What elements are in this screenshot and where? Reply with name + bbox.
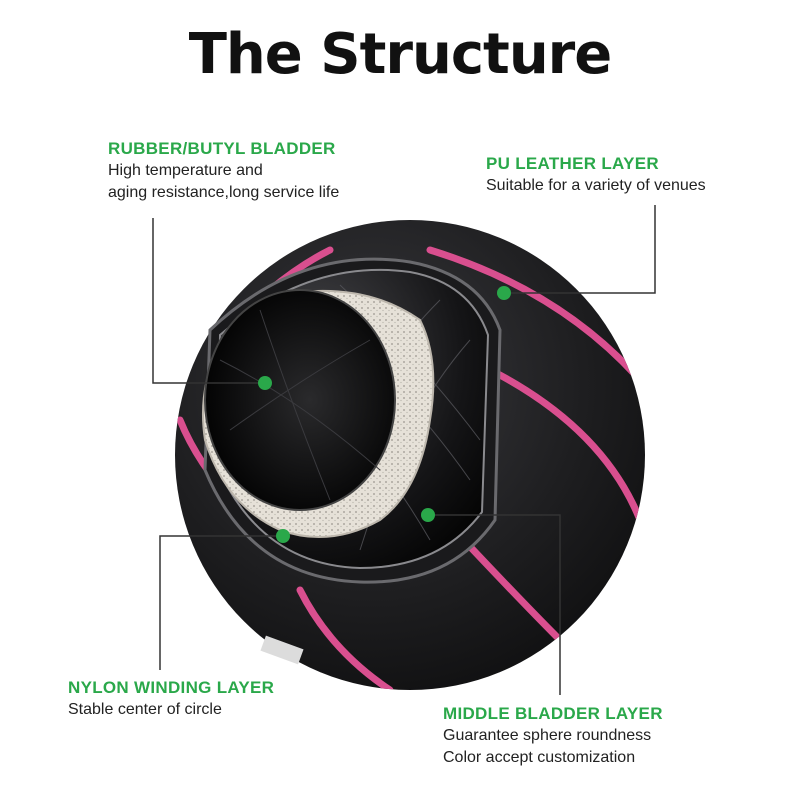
label-pu-leather: PU LEATHER LAYER Suitable for a variety … [486,153,706,197]
pink-seams [176,246,644,690]
rubber-bladder-core [204,289,396,511]
middle-bladder-desc-2: Color accept customization [443,749,636,766]
middle-bladder-dot [421,508,435,522]
middle-bladder-desc-1: Guarantee sphere roundness [443,727,652,744]
rubber-bladder-heading: RUBBER/BUTYL BLADDER [108,139,336,158]
page-title: The Structure [188,22,613,87]
label-nylon-winding: NYLON WINDING LAYER Stable center of cir… [68,677,274,721]
core-grid [219,309,381,501]
pu-leather-dot [497,286,511,300]
rubber-bladder-desc-1: High temperature and [108,162,263,179]
rubber-bladder-dot [258,376,272,390]
callout-lines [152,205,656,695]
nylon-winding-dot [276,529,290,543]
pu-leather-desc: Suitable for a variety of venues [486,177,706,194]
callout-dots [258,286,511,543]
rubber-bladder-desc-2: aging resistance,long service life [108,184,340,201]
label-rubber-bladder: RUBBER/BUTYL BLADDER High temperature an… [108,138,339,204]
ball-tag [260,635,304,665]
nylon-winding-heading: NYLON WINDING LAYER [68,678,275,697]
label-middle-bladder: MIDDLE BLADDER LAYER Guarantee sphere ro… [443,703,663,769]
pu-leather-heading: PU LEATHER LAYER [486,154,659,173]
middle-bladder-heading: MIDDLE BLADDER LAYER [443,704,663,723]
nylon-winding-desc: Stable center of circle [68,701,222,718]
